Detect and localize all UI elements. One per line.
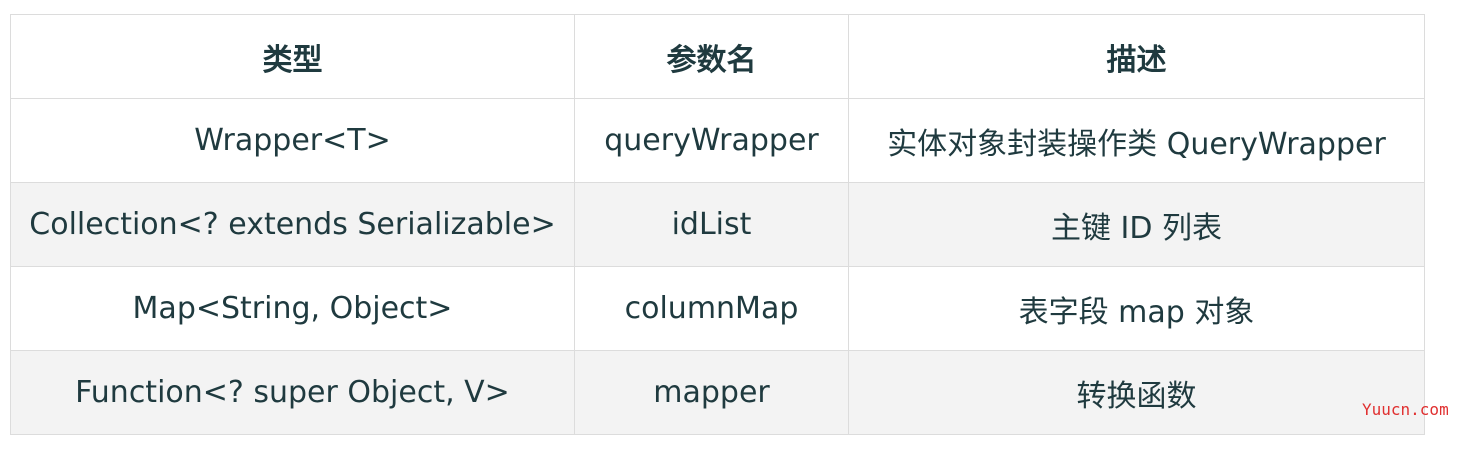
header-description: 描述 — [848, 14, 1425, 99]
parameter-table: 类型 参数名 描述 Wrapper<T> queryWrapper 实体对象封装… — [10, 14, 1425, 435]
cell-param-name: queryWrapper — [574, 98, 849, 183]
header-type: 类型 — [10, 14, 575, 99]
header-row: 类型 参数名 描述 — [10, 14, 1425, 99]
cell-type: Map<String, Object> — [10, 266, 575, 351]
table-header: 类型 参数名 描述 — [10, 14, 1425, 99]
cell-param-name: mapper — [574, 350, 849, 435]
cell-description: 转换函数 — [848, 350, 1425, 435]
cell-description: 表字段 map 对象 — [848, 266, 1425, 351]
cell-type: Function<? super Object, V> — [10, 350, 575, 435]
cell-param-name: columnMap — [574, 266, 849, 351]
cell-param-name: idList — [574, 182, 849, 267]
watermark: Yuucn.com — [1362, 400, 1449, 419]
cell-type: Collection<? extends Serializable> — [10, 182, 575, 267]
table-body: Wrapper<T> queryWrapper 实体对象封装操作类 QueryW… — [10, 98, 1425, 435]
cell-type: Wrapper<T> — [10, 98, 575, 183]
cell-description: 主键 ID 列表 — [848, 182, 1425, 267]
cell-description: 实体对象封装操作类 QueryWrapper — [848, 98, 1425, 183]
parameter-table-container: 类型 参数名 描述 Wrapper<T> queryWrapper 实体对象封装… — [10, 14, 1425, 435]
table-row: Map<String, Object> columnMap 表字段 map 对象 — [10, 266, 1425, 351]
table-row: Function<? super Object, V> mapper 转换函数 — [10, 350, 1425, 435]
table-row: Wrapper<T> queryWrapper 实体对象封装操作类 QueryW… — [10, 98, 1425, 183]
header-param-name: 参数名 — [574, 14, 849, 99]
table-row: Collection<? extends Serializable> idLis… — [10, 182, 1425, 267]
